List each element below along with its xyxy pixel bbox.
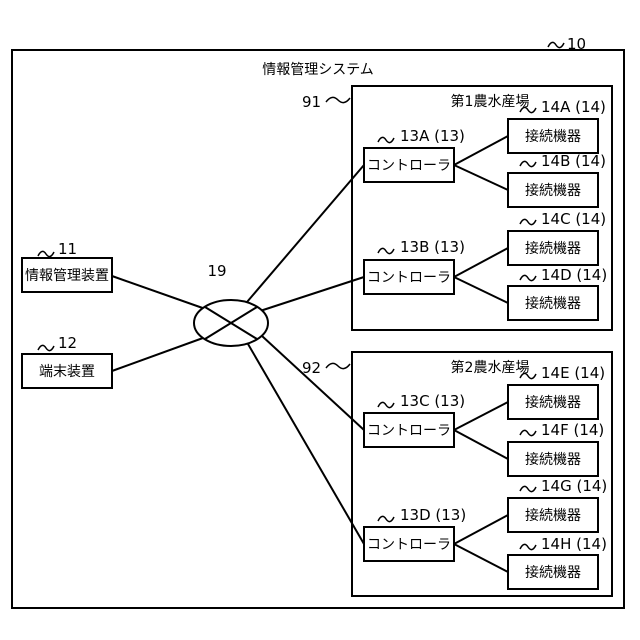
controller-13B-ref: 13B (13) [400, 238, 465, 256]
device-14D-label: 接続機器 [525, 295, 581, 312]
device-14A: 接続機器 [508, 119, 598, 153]
device-14H-ref-leader [520, 544, 536, 549]
device-14A-ref: 14A (14) [541, 98, 606, 116]
farm2-title: 第2農水産場 [451, 359, 530, 376]
controller-13B-ref-leader [378, 248, 394, 253]
controller-13C-label: コントローラ [367, 423, 451, 439]
device-14G-label: 接続機器 [525, 507, 581, 524]
link-network-13B [260, 277, 364, 311]
device-14F-label: 接続機器 [525, 451, 581, 468]
link-network-13C [262, 336, 364, 430]
device-14D-ref: 14D (14) [541, 266, 607, 284]
system-title: 情報管理システム [262, 62, 374, 78]
controller-13D: コントローラ [364, 527, 454, 561]
device-14G-ref: 14G (14) [541, 477, 607, 495]
device-14B: 接続機器 [508, 173, 598, 207]
controller-13C: コントローラ [364, 413, 454, 447]
link-13C-14F [454, 430, 508, 459]
info-device-label: 情報管理装置 [25, 268, 109, 284]
device-14A-label: 接続機器 [525, 128, 581, 145]
controller-13A-ref: 13A (13) [400, 127, 465, 145]
link-13B-14D [454, 277, 508, 303]
device-14H-label: 接続機器 [525, 564, 581, 581]
link-13D-14H [454, 544, 508, 572]
link-terminal-network [112, 334, 214, 371]
controller-13B: コントローラ [364, 260, 454, 294]
network-node [194, 300, 268, 346]
controller-13D-label: コントローラ [367, 537, 451, 553]
link-info-network [112, 276, 214, 312]
terminal-label: 端末装置 [39, 364, 95, 380]
system-ref-leader [548, 42, 564, 47]
controller-13B-label: コントローラ [367, 270, 451, 286]
terminal-box: 端末装置 [22, 354, 112, 388]
farm1-title: 第1農水産場 [451, 93, 530, 110]
controller-13C-ref: 13C (13) [400, 392, 465, 410]
device-14C-ref-leader [520, 219, 536, 224]
terminal-ref: 12 [58, 334, 77, 352]
link-13A-14B [454, 165, 508, 190]
info-device-box: 情報管理装置 [22, 258, 112, 292]
device-14C: 接続機器 [508, 231, 598, 265]
device-14E-label: 接続機器 [525, 394, 581, 411]
controller-13A: コントローラ [364, 148, 454, 182]
device-14B-ref: 14B (14) [541, 152, 606, 170]
link-network-13A [247, 165, 364, 302]
farm1-ref-leader [326, 97, 350, 102]
device-14D: 接続機器 [508, 286, 598, 320]
system-ref: 10 [567, 35, 586, 53]
device-14H-ref: 14H (14) [541, 535, 607, 553]
info-device-ref-leader [38, 251, 54, 256]
controller-13C-ref-leader [378, 402, 394, 407]
device-14F: 接続機器 [508, 442, 598, 476]
device-14F-ref-leader [520, 430, 536, 435]
device-14G-ref-leader [520, 486, 536, 491]
farm1-ref: 91 [302, 93, 321, 111]
device-14H: 接続機器 [508, 555, 598, 589]
device-14F-ref: 14F (14) [541, 421, 604, 439]
device-14C-label: 接続機器 [525, 240, 581, 257]
terminal-ref-leader [38, 345, 54, 350]
device-14D-ref-leader [520, 275, 536, 280]
device-14B-ref-leader [520, 161, 536, 166]
device-14G: 接続機器 [508, 498, 598, 532]
farm2-ref-leader [326, 363, 350, 368]
network-ref: 19 [207, 262, 226, 280]
controller-13A-label: コントローラ [367, 158, 451, 174]
controller-13D-ref-leader [378, 516, 394, 521]
info-device-ref: 11 [58, 240, 77, 258]
device-14E: 接続機器 [508, 385, 598, 419]
device-14C-ref: 14C (14) [541, 210, 606, 228]
controller-13D-ref: 13D (13) [400, 506, 466, 524]
controller-13A-ref-leader [378, 137, 394, 142]
device-14B-label: 接続機器 [525, 182, 581, 199]
device-14E-ref: 14E (14) [541, 364, 605, 382]
